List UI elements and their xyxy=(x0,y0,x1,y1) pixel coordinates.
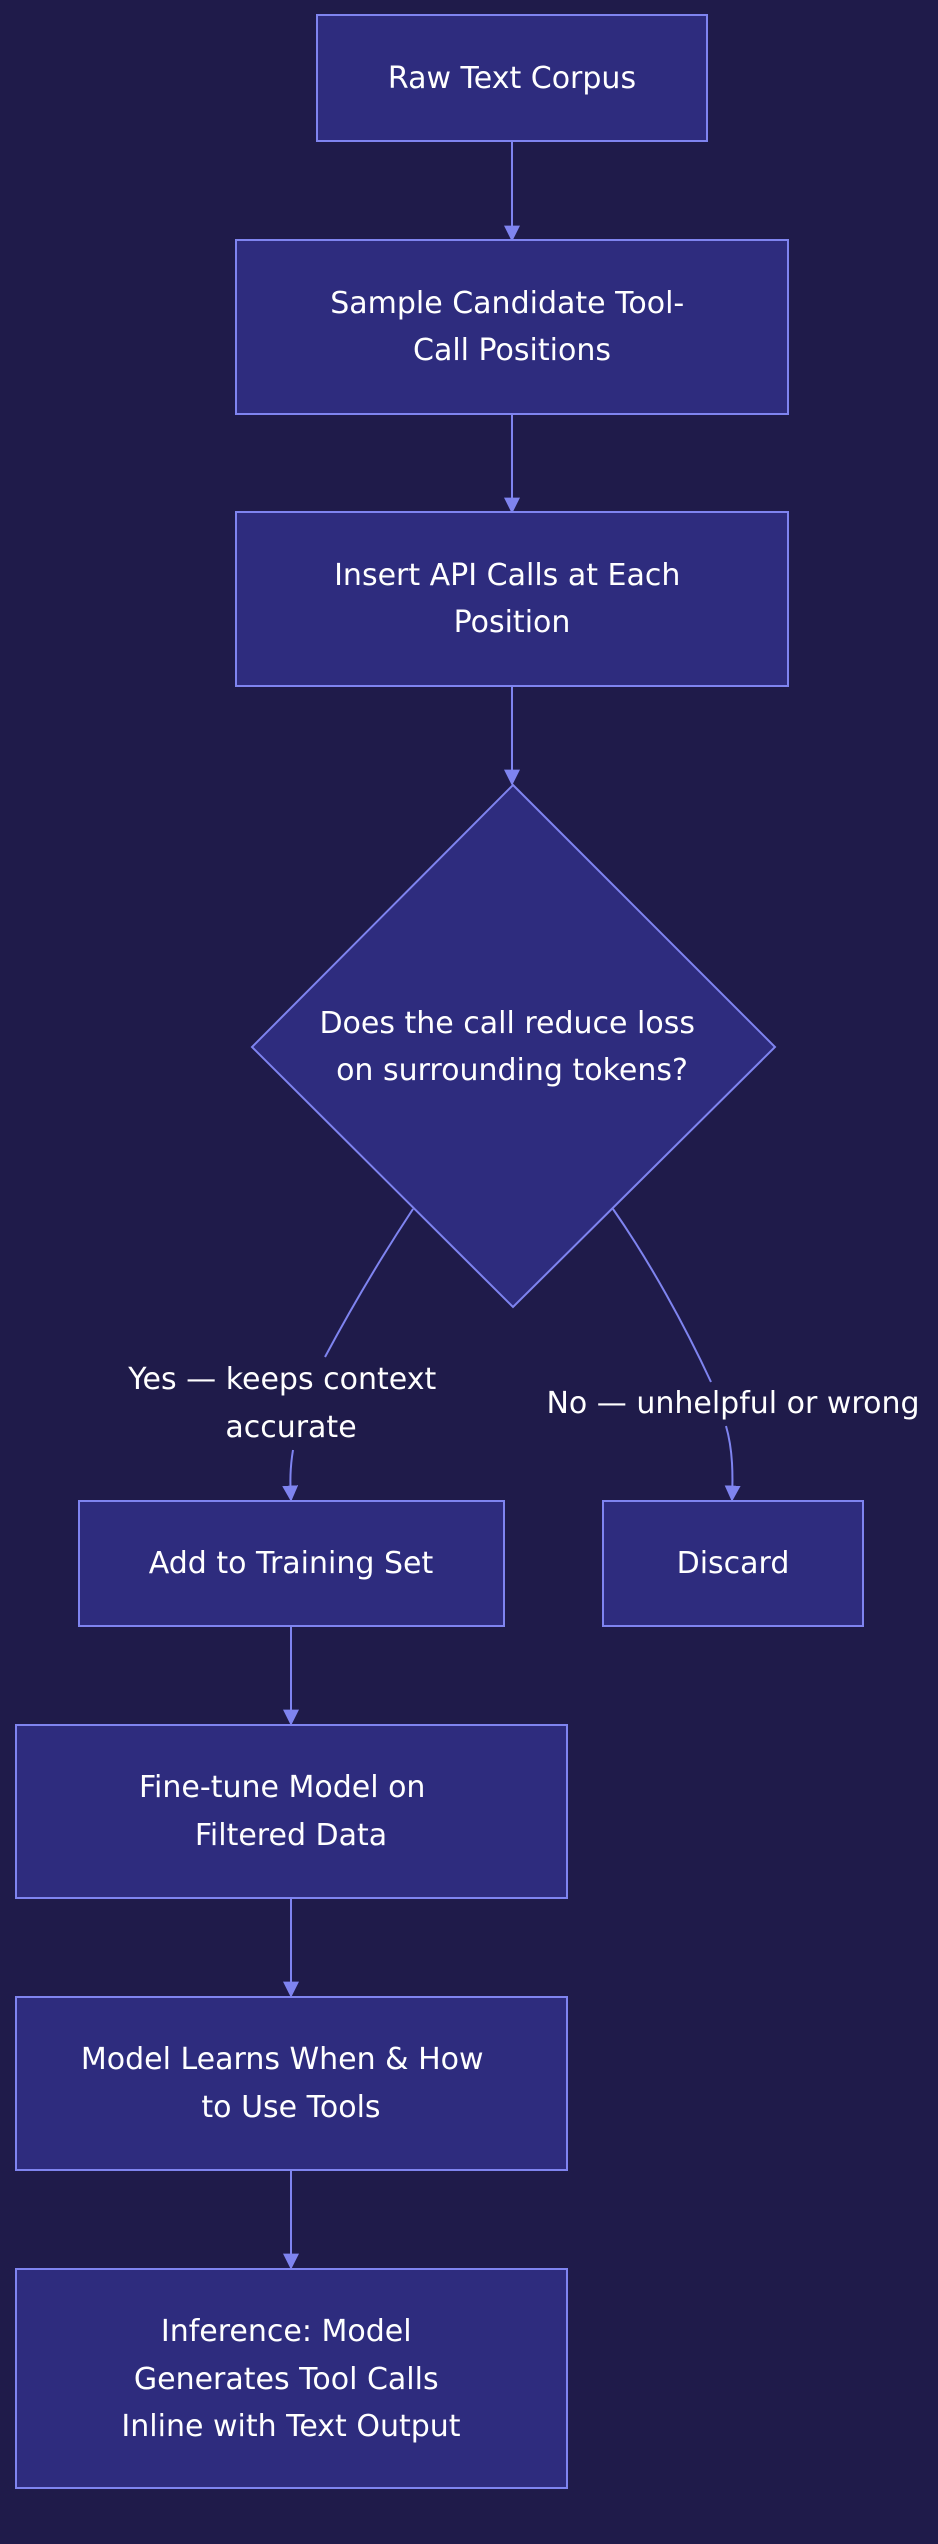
node-decision-line-1: Does the call reduce loss xyxy=(319,1006,695,1041)
node-discard: Discard xyxy=(602,1500,864,1627)
edge-label-yes-line-2: accurate xyxy=(225,1410,356,1445)
edge-decision-yes-lower xyxy=(282,1449,299,1502)
node-decision: Does the call reduce loss on surrounding… xyxy=(250,783,777,1309)
node-inference: Inference: Model Generates Tool Calls In… xyxy=(15,2268,568,2489)
node-model-learns-line-1: Model Learns When & How xyxy=(81,2042,484,2077)
node-sample-positions-label: Sample Candidate Tool- Call Positions xyxy=(330,286,694,368)
node-model-learns-line-2: to Use Tools xyxy=(201,2090,380,2125)
node-insert-api-calls-line-2: Position xyxy=(454,605,571,640)
edge-decision-no-lower xyxy=(724,1425,741,1502)
node-discard-label: Discard xyxy=(677,1546,790,1581)
edge-label-no-line-1: No — unhelpful or wrong xyxy=(546,1386,919,1421)
edge-decision-no-upper xyxy=(612,1208,712,1383)
node-inference-line-3: Inline with Text Output xyxy=(121,2409,460,2444)
node-model-learns-label: Model Learns When & How to Use Tools xyxy=(81,2042,493,2125)
node-fine-tune-line-2: Filtered Data xyxy=(195,1818,387,1853)
node-fine-tune-label: Fine-tune Model on Filtered Data xyxy=(139,1770,435,1853)
node-add-to-training-set-label: Add to Training Set xyxy=(149,1546,434,1581)
node-sample-positions: Sample Candidate Tool- Call Positions xyxy=(235,239,789,415)
node-sample-positions-line-1: Sample Candidate Tool- xyxy=(330,286,684,321)
edge-label-yes: Yes — keeps context accurate xyxy=(127,1362,446,1445)
node-inference-line-1: Inference: Model xyxy=(161,2314,412,2349)
edge-label-no: No — unhelpful or wrong xyxy=(546,1386,919,1421)
node-decision-line-2: on surrounding tokens? xyxy=(336,1053,688,1088)
node-fine-tune: Fine-tune Model on Filtered Data xyxy=(15,1724,568,1899)
node-insert-api-calls: Insert API Calls at Each Position xyxy=(235,511,789,687)
node-sample-positions-line-2: Call Positions xyxy=(413,333,611,368)
node-inference-line-2: Generates Tool Calls xyxy=(134,2362,439,2397)
node-discard-line-1: Discard xyxy=(677,1546,790,1581)
node-model-learns: Model Learns When & How to Use Tools xyxy=(15,1996,568,2171)
node-fine-tune-line-1: Fine-tune Model on xyxy=(139,1770,425,1805)
node-raw-text-corpus-line-1: Raw Text Corpus xyxy=(388,61,636,96)
node-insert-api-calls-line-1: Insert API Calls at Each xyxy=(334,558,680,593)
node-raw-text-corpus: Raw Text Corpus xyxy=(316,14,708,142)
node-add-to-training-set: Add to Training Set xyxy=(78,1500,505,1627)
node-inference-label: Inference: Model Generates Tool Calls In… xyxy=(121,2314,460,2444)
node-add-to-training-set-line-1: Add to Training Set xyxy=(149,1546,434,1581)
edge-decision-yes-upper xyxy=(324,1208,414,1358)
node-decision-label: Does the call reduce loss on surrounding… xyxy=(319,1006,704,1088)
node-raw-text-corpus-label: Raw Text Corpus xyxy=(388,61,636,96)
edge-label-yes-line-1: Yes — keeps context xyxy=(127,1362,436,1397)
node-insert-api-calls-label: Insert API Calls at Each Position xyxy=(334,558,690,640)
